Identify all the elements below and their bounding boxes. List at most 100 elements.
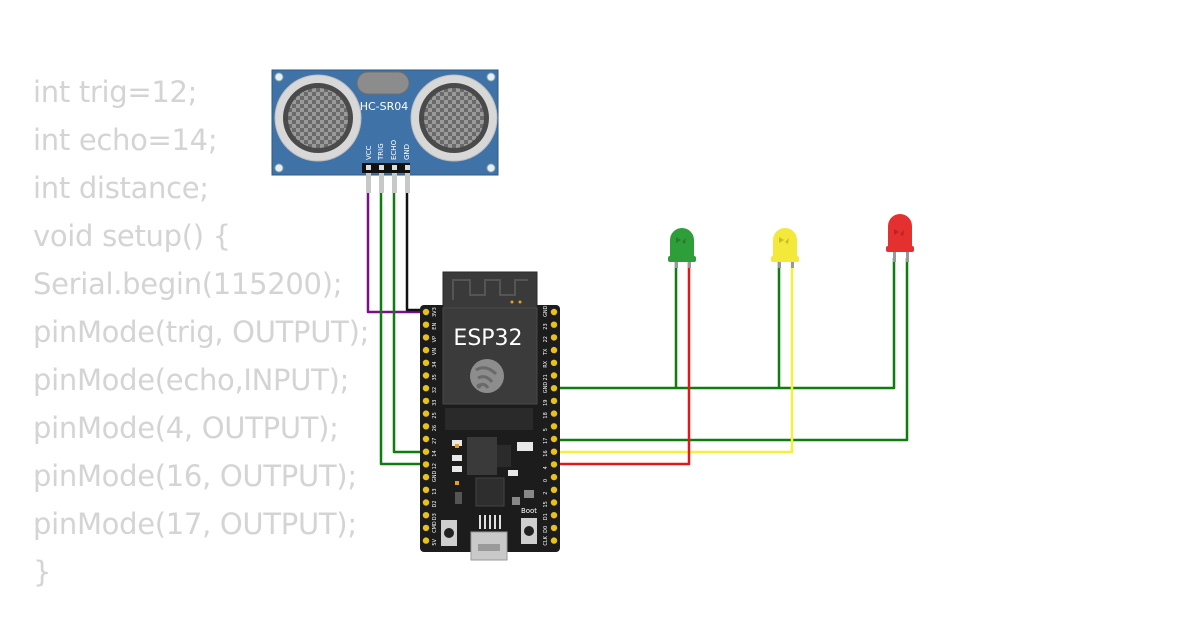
right-pin-15[interactable] bbox=[550, 499, 558, 506]
code-line: pinMode(echo,INPUT); bbox=[33, 363, 350, 397]
wire-gnd-bus[interactable] bbox=[554, 258, 896, 390]
right-pin-label: 15 bbox=[543, 501, 549, 507]
left-pin-label: 5V bbox=[432, 538, 438, 545]
right-pin-gnd[interactable] bbox=[550, 308, 558, 316]
solder-dot bbox=[510, 300, 514, 304]
boot-button[interactable] bbox=[521, 518, 537, 544]
left-pin-label: 3V3 bbox=[432, 307, 438, 317]
led-red[interactable] bbox=[886, 214, 914, 262]
left-pin-d2[interactable] bbox=[422, 499, 430, 506]
wire-gpio17[interactable] bbox=[554, 258, 909, 442]
left-pin-5v[interactable] bbox=[422, 537, 430, 544]
left-pin-vp[interactable] bbox=[422, 334, 430, 341]
left-pin-cmd[interactable] bbox=[422, 524, 430, 532]
led-body bbox=[670, 228, 694, 258]
right-pin-label: TX bbox=[543, 348, 549, 356]
left-pin-12[interactable] bbox=[422, 461, 430, 468]
usb-port[interactable] bbox=[470, 531, 508, 561]
right-pin-2[interactable] bbox=[550, 486, 558, 493]
code-line: pinMode(trig, OUTPUT); bbox=[33, 315, 370, 349]
right-pin-label: D1 bbox=[543, 513, 549, 520]
code-line: Serial.begin(115200); bbox=[33, 267, 343, 301]
right-pin-rx[interactable] bbox=[550, 359, 558, 366]
transducer-left bbox=[274, 74, 362, 162]
left-pin-vn[interactable] bbox=[422, 346, 430, 354]
smd-component bbox=[452, 455, 462, 461]
smd-component bbox=[452, 466, 462, 472]
right-pin-d1[interactable] bbox=[550, 512, 558, 519]
en-button[interactable] bbox=[441, 520, 457, 546]
left-pin-32[interactable] bbox=[422, 385, 430, 392]
regulator-tab bbox=[497, 445, 511, 467]
left-pin-26[interactable] bbox=[422, 423, 430, 430]
right-pin-label: GND bbox=[543, 382, 549, 394]
ultrasonic-sensor[interactable]: HC-SR04 VCC TRIG ECHO GND bbox=[271, 69, 499, 193]
right-pin-22[interactable] bbox=[550, 334, 558, 341]
wire-gpio16[interactable] bbox=[554, 262, 794, 454]
smd-component bbox=[512, 497, 520, 505]
left-pin-3v3[interactable] bbox=[422, 308, 430, 316]
mount-hole bbox=[486, 163, 496, 173]
left-pin-33[interactable] bbox=[422, 397, 430, 405]
right-pin-d0[interactable] bbox=[550, 524, 558, 532]
sensor-pin-leg bbox=[392, 173, 397, 193]
usb-uart-chip bbox=[475, 477, 505, 507]
right-pin-21[interactable] bbox=[550, 372, 558, 379]
sensor-header bbox=[362, 163, 410, 173]
left-pin-34[interactable] bbox=[422, 359, 430, 366]
led-leg bbox=[688, 258, 691, 268]
left-pin-14[interactable] bbox=[422, 448, 430, 455]
right-pin-18[interactable] bbox=[550, 410, 558, 417]
sensor-model-label: HC-SR04 bbox=[360, 100, 409, 113]
left-pin-d3[interactable] bbox=[422, 512, 430, 519]
left-pin-gnd[interactable] bbox=[422, 473, 430, 481]
right-pin-label: 4 bbox=[543, 466, 549, 469]
left-pin-en[interactable] bbox=[422, 321, 430, 328]
right-pin-gnd[interactable] bbox=[550, 385, 558, 392]
right-pin-5[interactable] bbox=[550, 423, 558, 430]
left-pin-label: D3 bbox=[432, 513, 438, 520]
sensor-pin-vcc[interactable] bbox=[366, 165, 371, 170]
left-pin-13[interactable] bbox=[422, 486, 430, 493]
right-pin-19[interactable] bbox=[550, 397, 558, 405]
code-line: int distance; bbox=[33, 171, 209, 205]
esp32-board[interactable]: ESP32 Boot bbox=[420, 271, 560, 561]
left-pin-label: CMD bbox=[432, 521, 438, 533]
right-pin-4[interactable] bbox=[550, 461, 558, 468]
wire-trig[interactable] bbox=[379, 193, 425, 466]
led-rim bbox=[668, 256, 696, 262]
right-pin-tx[interactable] bbox=[550, 346, 558, 354]
right-pin-0[interactable] bbox=[550, 473, 558, 481]
right-pin-clk[interactable] bbox=[550, 537, 558, 544]
right-pin-label: GND bbox=[543, 305, 549, 317]
led-yellow[interactable] bbox=[771, 228, 799, 268]
sensor-pin-trig[interactable] bbox=[379, 165, 384, 170]
wire-echo[interactable] bbox=[392, 193, 425, 454]
led-rim bbox=[771, 256, 799, 262]
transducer-right bbox=[410, 74, 498, 162]
wire-gpio4[interactable] bbox=[554, 262, 691, 466]
left-pin-label: 27 bbox=[432, 438, 438, 444]
left-pin-25[interactable] bbox=[422, 410, 430, 417]
mount-hole bbox=[274, 72, 284, 82]
left-pin-35[interactable] bbox=[422, 372, 430, 379]
left-pin-label: VP bbox=[432, 336, 438, 342]
left-pin-header: 3V3ENVPVN343532332526271412GND13D2D3CMD5… bbox=[422, 307, 438, 546]
wire-vcc[interactable] bbox=[366, 193, 425, 314]
right-pin-17[interactable] bbox=[550, 435, 558, 443]
left-pin-27[interactable] bbox=[422, 435, 430, 443]
code-line: pinMode(16, OUTPUT); bbox=[33, 459, 357, 493]
smd-component bbox=[524, 490, 534, 498]
code-line: pinMode(4, OUTPUT); bbox=[33, 411, 339, 445]
right-pin-16[interactable] bbox=[550, 448, 558, 455]
code-line: int echo=14; bbox=[33, 123, 218, 157]
led-green[interactable] bbox=[668, 228, 696, 268]
sensor-pin-echo[interactable] bbox=[392, 165, 397, 170]
led-rim bbox=[886, 246, 914, 252]
right-pin-23[interactable] bbox=[550, 321, 558, 328]
sensor-pin-label: GND bbox=[403, 144, 411, 160]
sensor-pin-gnd[interactable] bbox=[405, 165, 410, 170]
wire-gnd[interactable] bbox=[405, 193, 428, 312]
